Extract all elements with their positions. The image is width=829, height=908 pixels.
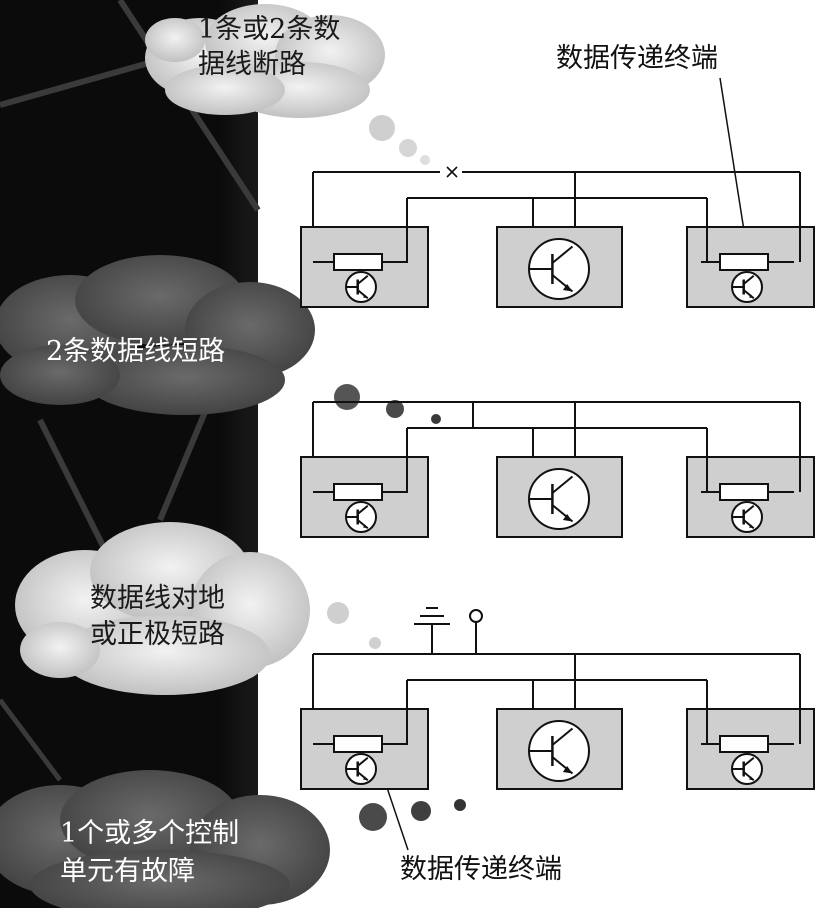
- circuit-2-center-module: [496, 456, 623, 538]
- circuit-2-left-module-resistor: [333, 483, 383, 501]
- cloud-open-circuit-line1: 1条或2条数: [198, 14, 340, 45]
- circuit-2-left-module-transistor: [345, 501, 377, 533]
- circuit-2-left-module-transistor-arrow: [362, 524, 368, 529]
- bottom-terminal-label: 数据传递终端: [400, 854, 562, 885]
- circuit-1-left-module-transistor-arrow: [362, 294, 368, 299]
- circuit-2-center-module-transistor-collector: [551, 475, 574, 494]
- circuit-3-center-module-transistor: [528, 720, 590, 782]
- circuit-3: [300, 607, 815, 790]
- circuit-2-right-module-resistor: [719, 483, 769, 501]
- circuit-2-right-module: [686, 456, 815, 538]
- circuit-3-right-module-transistor-arrow: [748, 776, 754, 781]
- cloud-short-circuit-line1: 2条数据线短路: [46, 336, 225, 367]
- break-mark-b: [446, 166, 458, 178]
- circuit-2-right-module-transistor-collector: [743, 504, 755, 515]
- circuit-1-right-module: [686, 226, 815, 308]
- circuit-2-right-module-transistor-arrow: [748, 524, 754, 529]
- circuit-1-left-module-resistor: [333, 253, 383, 271]
- circuit-2-center-module-transistor: [528, 468, 590, 530]
- cloud-short-circuit: 2条数据线短路: [0, 255, 441, 424]
- circuit-1: [300, 166, 815, 308]
- cloud-open-circuit: 1条或2条数 据线断路: [145, 4, 430, 165]
- circuit-3-left-module-resistor: [333, 735, 383, 753]
- circuit-1-right-module-resistor: [719, 253, 769, 271]
- circuit-2-left-module-transistor-collector: [357, 504, 369, 515]
- circuit-3-left-module-transistor: [345, 753, 377, 785]
- cloud-open-circuit-line2: 据线断路: [198, 49, 306, 80]
- circuit-3-center-module-transistor-arrow: [562, 766, 573, 774]
- circuit-1-right-module-transistor-collector: [743, 274, 755, 285]
- circuit-3-right-module-resistor: [719, 735, 769, 753]
- top-terminal-label: 数据传递终端: [556, 43, 718, 74]
- circuit-2: [300, 401, 815, 538]
- circuit-1-left-module-transistor: [345, 271, 377, 303]
- circuit-3-right-module-transistor-collector: [743, 756, 755, 767]
- circuit-1-right-module-transistor-arrow: [748, 294, 754, 299]
- circuit-2-left-module: [300, 456, 429, 538]
- circuit-3-left-module-transistor-arrow: [362, 776, 368, 781]
- circuit-3-right-module-transistor: [731, 753, 763, 785]
- circuit-2-center-module-transistor-arrow: [562, 514, 573, 522]
- cloud-control-unit-fault-line1: 1个或多个控制: [60, 818, 239, 849]
- positive-terminal-circle: [469, 609, 483, 623]
- circuit-3-center-module-transistor-collector: [551, 727, 574, 746]
- cloud-short-to-ground: 数据线对地 或正极短路: [15, 522, 381, 695]
- circuit-3-left-module: [300, 708, 429, 790]
- circuit-3-left-module-transistor-collector: [357, 756, 369, 767]
- cloud-control-unit-fault-line2: 单元有故障: [60, 856, 195, 887]
- circuit-1-left-module-transistor-collector: [357, 274, 369, 285]
- dark-background-panel: [0, 0, 261, 908]
- circuit-3-center-module: [496, 708, 623, 790]
- circuit-1-right-module-transistor: [731, 271, 763, 303]
- cloud-short-to-ground-line2: 或正极短路: [90, 619, 225, 650]
- circuit-1-center-module: [496, 226, 623, 308]
- circuit-1-center-module-transistor-collector: [551, 245, 574, 264]
- cloud-short-to-ground-line1: 数据线对地: [90, 583, 225, 614]
- cloud-control-unit-fault: 1个或多个控制 单元有故障: [0, 770, 466, 908]
- circuit-1-left-module: [300, 226, 429, 308]
- circuit-3-right-module: [686, 708, 815, 790]
- circuits-group: [300, 166, 815, 790]
- circuit-2-right-module-transistor: [731, 501, 763, 533]
- circuit-1-center-module-transistor-arrow: [562, 284, 573, 292]
- circuit-1-center-module-transistor: [528, 238, 590, 300]
